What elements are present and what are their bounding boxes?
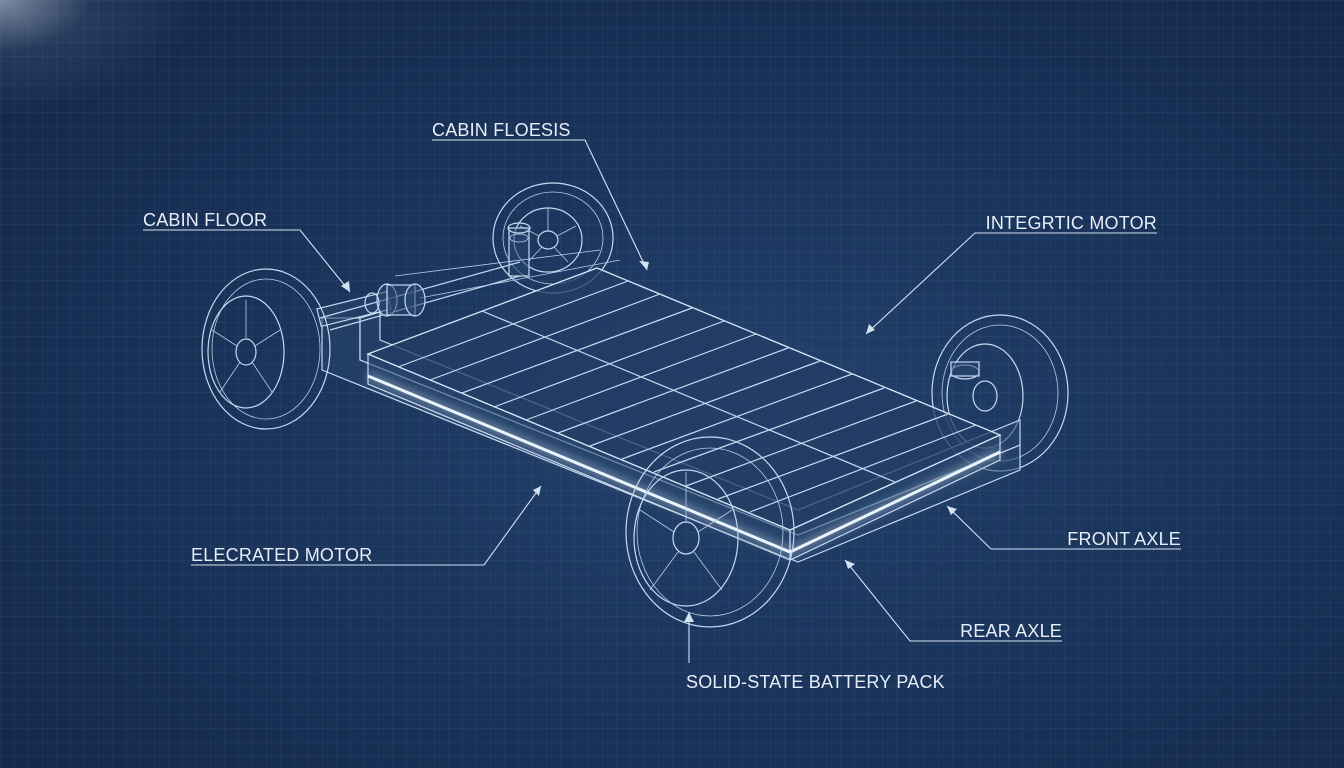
label-cabin-floesis: CABIN FLOESIS [432,120,571,140]
label-integrtic-motor: INTEGRTIC MOTOR [986,213,1157,233]
battery-glow [367,374,1001,554]
leader-elecrated-motor [191,485,542,566]
wheel-front-left-icon [201,268,331,430]
leader-lines [143,139,1181,663]
strut-column [507,222,531,277]
wheel-front-right-icon [625,436,795,628]
label-rear-axle: REAR AXLE [960,621,1062,641]
leader-cabin-floor [143,229,351,293]
label-battery-pack: SOLID-STATE BATTERY PACK [686,672,945,692]
label-elecrated-motor: ELECRATED MOTOR [191,545,372,565]
leader-cabin-floesis [432,139,648,271]
label-cabin-floor: CABIN FLOOR [143,210,267,230]
label-front-axle: FRONT AXLE [1067,529,1181,549]
labels: CABIN FLOESIS CABIN FLOOR INTEGRTIC MOTO… [143,120,1181,692]
leader-front-axle [946,505,1181,550]
battery-cells [397,280,977,513]
leader-integrtic-motor [865,232,1157,335]
motor-icon [364,283,426,317]
leader-rear-axle [844,559,1062,642]
